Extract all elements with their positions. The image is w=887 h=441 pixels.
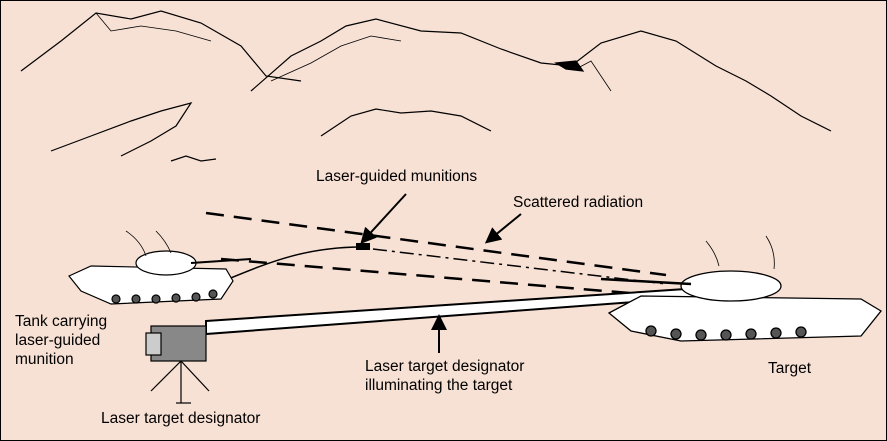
label-designator: Laser target designator xyxy=(101,410,261,427)
munition-trajectory xyxy=(210,246,367,287)
munition-guidance-line xyxy=(372,248,667,285)
label-munitions: Laser-guided munitions xyxy=(316,168,478,185)
scattered-arrow xyxy=(484,213,522,244)
label-scattered-radiation: Scattered radiation xyxy=(513,194,644,211)
label-tank-1: Tank carrying xyxy=(15,313,108,330)
laser-designator-icon xyxy=(145,325,210,404)
munition-icon xyxy=(356,243,370,250)
scattered-radiation-lines xyxy=(205,211,702,301)
target-tank-icon xyxy=(600,235,882,342)
label-beam-1: Laser target designator xyxy=(365,358,525,375)
mountains xyxy=(20,10,832,162)
label-target: Target xyxy=(768,360,812,377)
munitions-arrow xyxy=(360,193,407,244)
label-tank-3: munition xyxy=(15,351,74,368)
tank-launcher-icon xyxy=(68,230,252,305)
label-tank-2: laser-guided xyxy=(15,332,101,349)
label-beam-2: illuminating the target xyxy=(365,377,513,394)
